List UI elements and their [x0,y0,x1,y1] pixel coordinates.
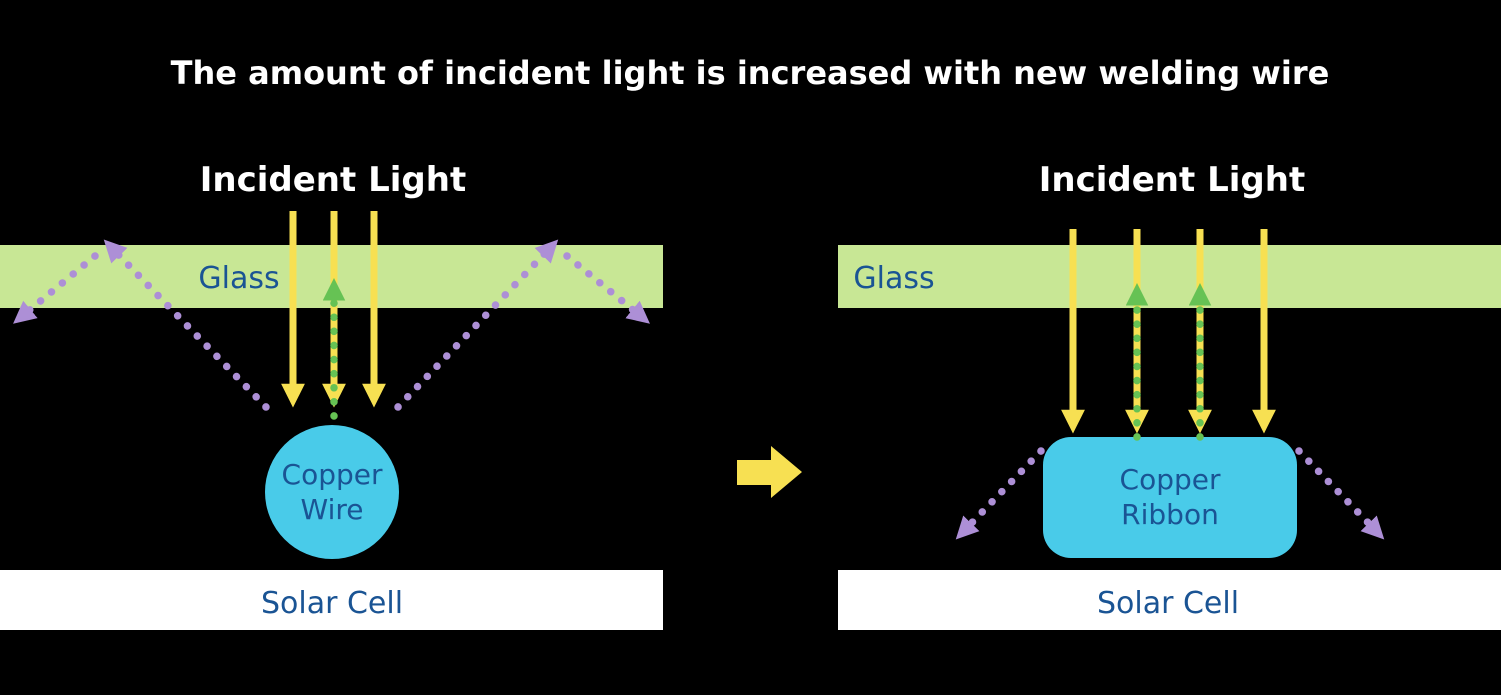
left-glass-label: Glass [198,261,279,296]
left-diagram: Incident Light Glass Copper Wire Solar C… [0,160,663,630]
right-reflection-ray-right [1295,447,1385,540]
left-solar-cell-label: Solar Cell [261,586,403,621]
right-solar-cell [838,570,1501,630]
left-incident-light-label: Incident Light [200,160,466,200]
copper-ribbon-shape [1043,437,1297,558]
left-reflection-ray-out-right [563,252,650,324]
left-reflection-ray-up-right [394,239,559,411]
transition-arrow-icon [737,446,802,498]
copper-ribbon-label-line1: Copper [1120,463,1221,496]
copper-ribbon-label-line2: Ribbon [1121,498,1219,531]
left-reflection-ray-up-left [103,239,270,411]
right-glass-band [838,245,1501,308]
right-diagram: Incident Light Glass Copper Ribbon Solar… [838,160,1501,630]
copper-wire-label-line2: Wire [301,493,364,526]
right-incident-light-label: Incident Light [1039,160,1305,200]
copper-wire-shape [265,425,399,559]
copper-wire-label-line1: Copper [282,458,383,491]
right-glass-label: Glass [853,261,934,296]
left-reflection-ray-out-left [13,252,99,324]
diagram-title: The amount of incident light is increase… [171,54,1330,92]
left-solar-cell [0,570,663,630]
right-solar-cell-label: Solar Cell [1097,586,1239,621]
right-reflection-ray-left [955,447,1045,540]
